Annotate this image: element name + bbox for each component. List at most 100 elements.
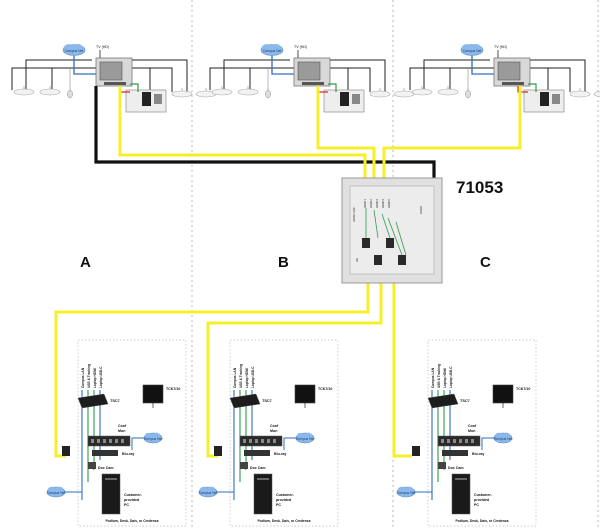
hub-internal-wire [395, 221, 407, 256]
ceiling-speaker [437, 88, 459, 96]
pc-label: PC [474, 503, 479, 507]
switcher-port [441, 439, 444, 443]
switcher-port [453, 439, 456, 443]
zone-label-c: C [480, 254, 491, 271]
ceiling-speaker [171, 90, 193, 98]
yellow-cable-top-a [118, 86, 367, 195]
pc-tower [451, 473, 471, 515]
processor-strip [302, 82, 324, 85]
hub-port-label: HDMI 1 [363, 199, 367, 208]
cloud-puff [55, 486, 64, 493]
tsc7-panel [427, 393, 459, 409]
campus-net-cloud: Campus Net [199, 486, 217, 498]
cloud-puff [471, 44, 481, 52]
cloud-puff [271, 44, 281, 52]
hub-internal-wire [381, 213, 391, 239]
pc-label: Customer- [124, 493, 143, 497]
green-wire [328, 83, 337, 92]
hub-internal-wire [387, 217, 403, 256]
port-label-vertical: USB & Tracking [87, 364, 91, 388]
pc-drive-slot [105, 478, 117, 480]
conf-label: Conf [468, 424, 477, 428]
bluray-label: Blu-ray [122, 452, 134, 456]
bluray-player [442, 450, 468, 456]
cloud-puff [73, 44, 83, 52]
cloud-puff [494, 432, 504, 440]
pc-tower [101, 473, 121, 515]
switcher-port [261, 439, 264, 443]
bluray-label: Blu-ray [274, 452, 286, 456]
campus-net-cloud: Campus Net [494, 432, 512, 444]
port-label-vertical: USB & Tracking [437, 364, 441, 388]
pc-label: provided [124, 498, 139, 502]
processor-screen [497, 61, 521, 81]
port-label-vertical: Campus LAN [431, 367, 435, 388]
room-cable [409, 67, 571, 92]
pc-tower [253, 473, 273, 515]
switcher-port [255, 439, 258, 443]
switcher-port [91, 439, 94, 443]
cloud-puff [47, 486, 57, 494]
port-label-vertical: Laptop USB-C [449, 366, 453, 388]
pc-drive-slot [257, 478, 269, 480]
pc-label: PC [276, 503, 281, 507]
mon-label: Mon [468, 429, 475, 433]
ceiling-mic [265, 89, 271, 99]
cloud-puff [152, 432, 161, 439]
switcher-port [243, 439, 246, 443]
processor-screen [99, 61, 123, 81]
doc-cam [438, 462, 446, 469]
port-label-vertical: Laptop HDMI [443, 368, 447, 388]
yellow-cable-bottom-b [206, 272, 383, 458]
cloud-puff [461, 44, 473, 52]
ceiling-speaker [211, 88, 233, 96]
tck-touch-display [492, 384, 514, 404]
amplifier-port [352, 94, 360, 104]
tck-touch-display [142, 384, 164, 404]
cloud-label: Campus Net [47, 491, 66, 495]
cloud-puff [502, 432, 511, 439]
cloud-puff [397, 486, 407, 494]
pc-label: PC [124, 503, 129, 507]
campus-net-cloud: Campus Net [144, 432, 162, 444]
ceiling-speaker [393, 90, 415, 98]
port-label-vertical: USB & Tracking [239, 364, 243, 388]
yellow-cable-bottom-a [54, 272, 370, 458]
power-block [412, 446, 420, 456]
power-block [62, 446, 70, 456]
power-block [214, 446, 222, 456]
pc-label: Customer- [276, 493, 295, 497]
hub-internal-wire [373, 209, 379, 239]
switcher-port [273, 439, 276, 443]
amplifier-plug [142, 92, 151, 106]
tsc7-label: TSC7 [110, 399, 120, 403]
hub-rs232-label: RS232 [419, 206, 423, 214]
tv-label: TV (HD) [494, 45, 507, 49]
cloud-label: Campus Net [397, 491, 416, 495]
yellow-cable-bottom-c [392, 272, 412, 458]
network-cable [471, 54, 496, 75]
switcher-port [267, 439, 270, 443]
hub-port-label: HDMI 2 [369, 199, 373, 208]
podium-label: Podium, Desk, Dais, or Credenza [456, 519, 509, 523]
room-cable [520, 59, 586, 95]
ceiling-speaker [411, 88, 433, 96]
podium-label: Podium, Desk, Dais, or Credenza [106, 519, 159, 523]
campus-net-cloud: Campus Net [260, 44, 284, 56]
port-label-vertical: Campus LAN [233, 367, 237, 388]
tck-touch-display [294, 384, 316, 404]
amplifier-port [552, 94, 560, 104]
tck-label: TCK7/10 [516, 387, 530, 391]
green-wire [130, 83, 139, 92]
doccam-label: Doc Cam [448, 466, 464, 470]
network-cable [271, 54, 296, 75]
model-number: 71053 [456, 178, 504, 197]
pc-label: provided [276, 498, 291, 502]
amplifier-plug [540, 92, 549, 106]
podium-label: Podium, Desk, Dais, or Credenza [258, 519, 311, 523]
tsc7-panel [229, 393, 261, 409]
